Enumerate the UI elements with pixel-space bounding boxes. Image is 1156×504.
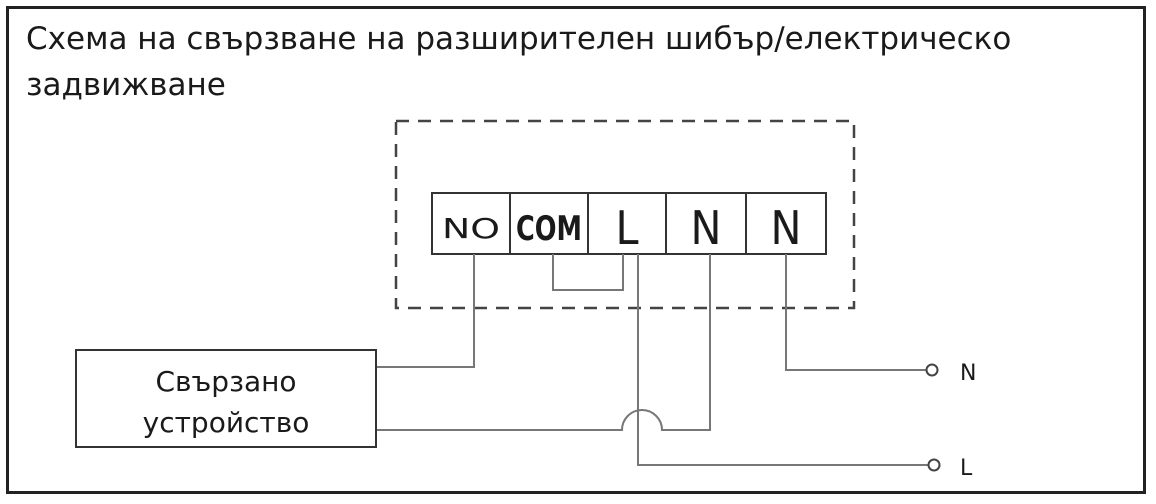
output-n-terminal-icon bbox=[925, 363, 939, 377]
terminal-n2-label: N bbox=[771, 201, 802, 255]
terminal-block bbox=[431, 192, 827, 255]
output-l-label: L bbox=[960, 456, 973, 481]
terminal-com bbox=[509, 192, 589, 255]
n-to-output-wire bbox=[785, 254, 926, 371]
terminal-no-label: NO bbox=[442, 212, 500, 245]
output-n-label: N bbox=[960, 361, 976, 386]
connected-device-label-line2: устройство bbox=[143, 406, 310, 439]
com-l-bridge-wire bbox=[552, 254, 624, 291]
control-unit-enclosure bbox=[394, 119, 856, 310]
terminal-n1-label: N bbox=[691, 201, 722, 255]
terminal-l-label: L bbox=[615, 201, 638, 255]
output-l-terminal-icon bbox=[927, 458, 941, 472]
terminal-no bbox=[431, 192, 511, 255]
diagram-title: Схема на свързване на разширителен шибър… bbox=[26, 21, 1012, 103]
no-to-device-wire bbox=[376, 254, 475, 368]
n-to-device-wire bbox=[376, 254, 711, 431]
diagram-frame bbox=[6, 6, 1146, 494]
terminal-l bbox=[587, 192, 667, 255]
l-to-output-wire bbox=[637, 254, 928, 466]
connected-device-label-line1: Свързано bbox=[155, 365, 296, 398]
terminal-n2 bbox=[745, 192, 827, 255]
terminal-com-label: COM bbox=[516, 209, 582, 249]
connected-device-box bbox=[75, 349, 377, 448]
